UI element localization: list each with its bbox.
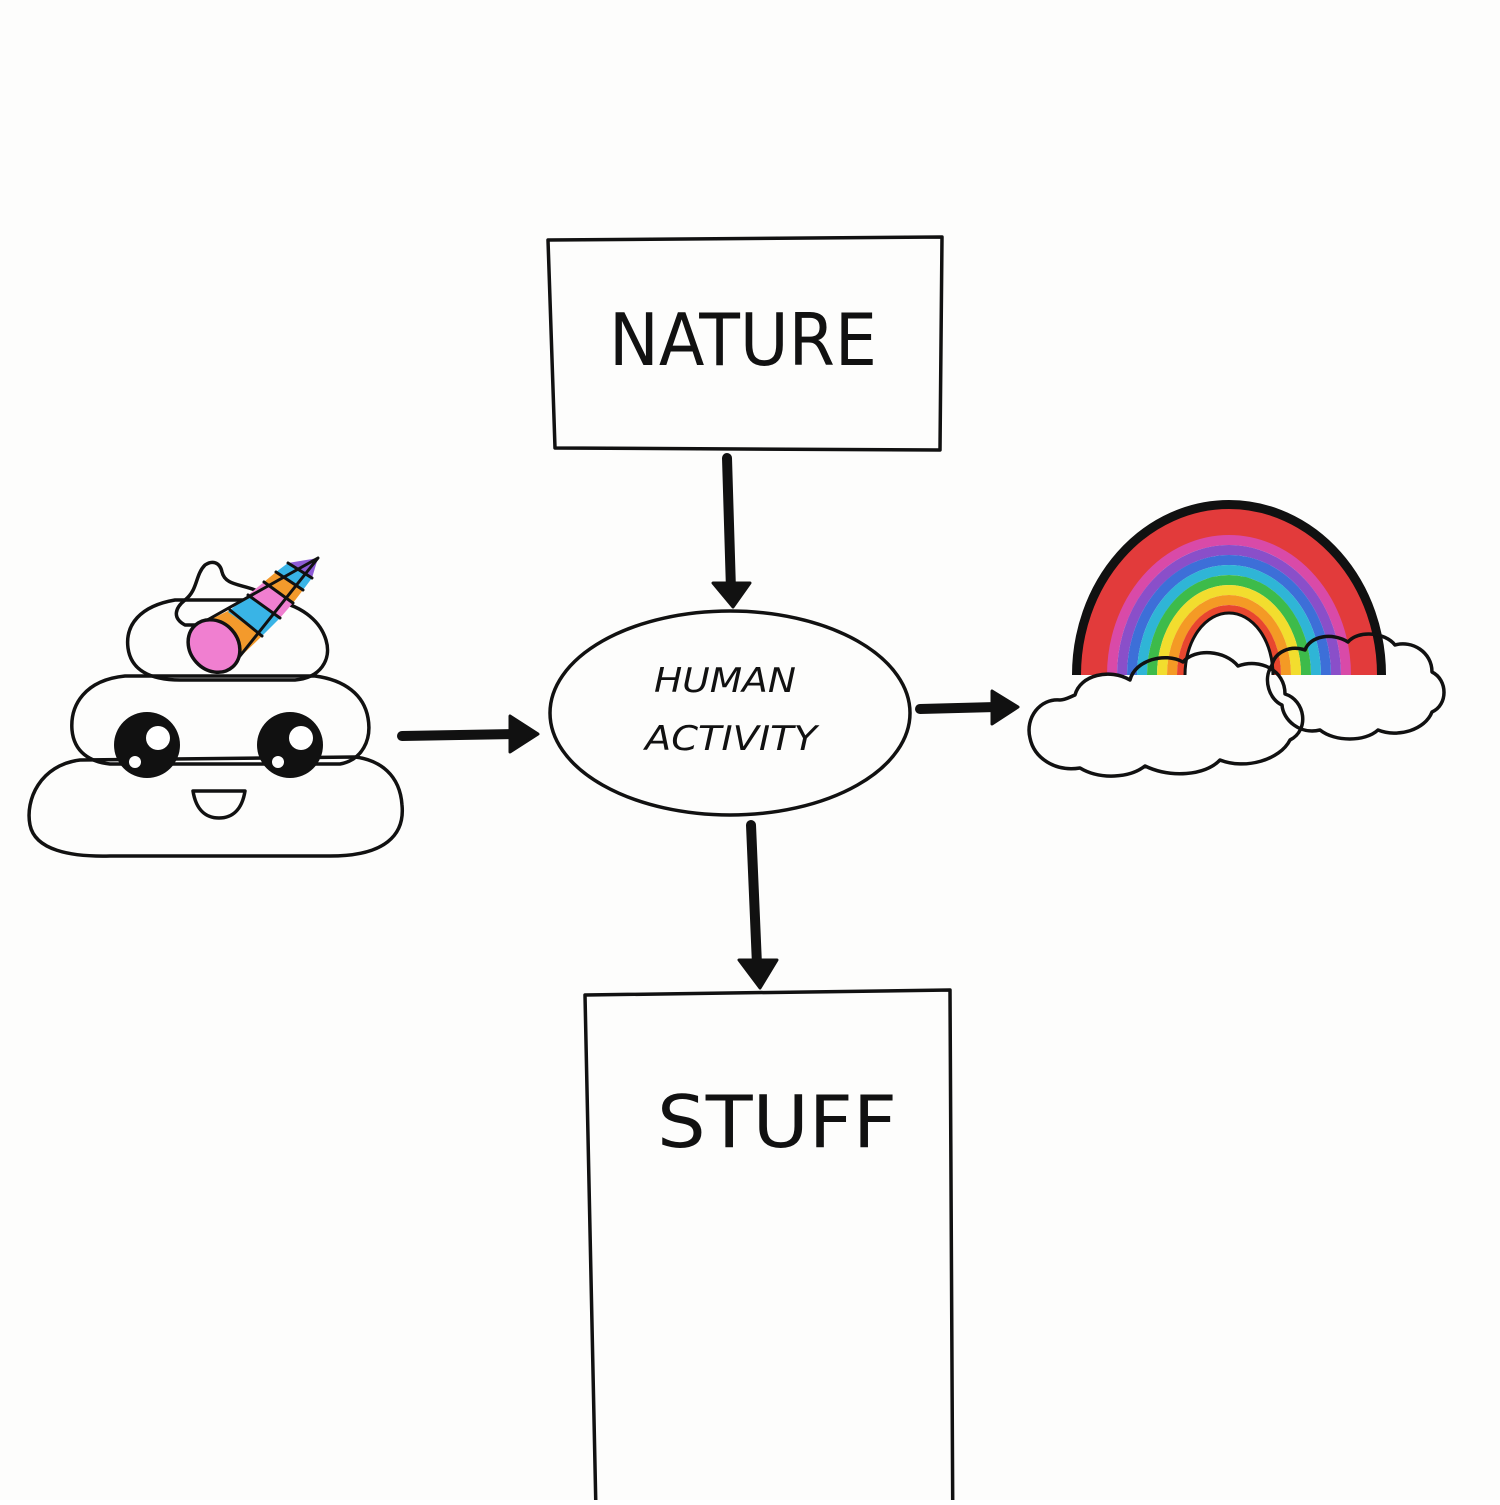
arrow-nature-to-human-activity bbox=[711, 453, 752, 609]
human-activity-label-line2: ACTIVITY bbox=[643, 719, 820, 759]
nature-label: NATURE bbox=[609, 298, 877, 382]
rainbow bbox=[1072, 500, 1386, 676]
arrow-human-activity-to-rainbow bbox=[915, 689, 1020, 726]
horn bbox=[186, 556, 320, 675]
cloud-right bbox=[1265, 632, 1446, 741]
rainbow-cloud-icon bbox=[1027, 500, 1446, 778]
stuff-label: STUFF bbox=[657, 1080, 897, 1164]
unicorn-poop-icon bbox=[27, 556, 404, 858]
human-activity-label-line1: HUMAN bbox=[654, 661, 796, 701]
smile bbox=[191, 789, 247, 820]
cloud-left bbox=[1027, 650, 1305, 778]
human-activity-node: HUMAN ACTIVITY bbox=[548, 609, 912, 817]
nature-box bbox=[546, 235, 944, 452]
arrow-human-activity-to-stuff bbox=[737, 820, 779, 990]
eyes bbox=[114, 712, 323, 778]
stuff-node: STUFF bbox=[583, 988, 955, 1505]
nature-node: NATURE bbox=[546, 235, 944, 452]
stuff-box bbox=[583, 988, 955, 1505]
human-activity-ellipse bbox=[548, 609, 912, 817]
arrow-poop-to-human-activity bbox=[397, 714, 540, 754]
